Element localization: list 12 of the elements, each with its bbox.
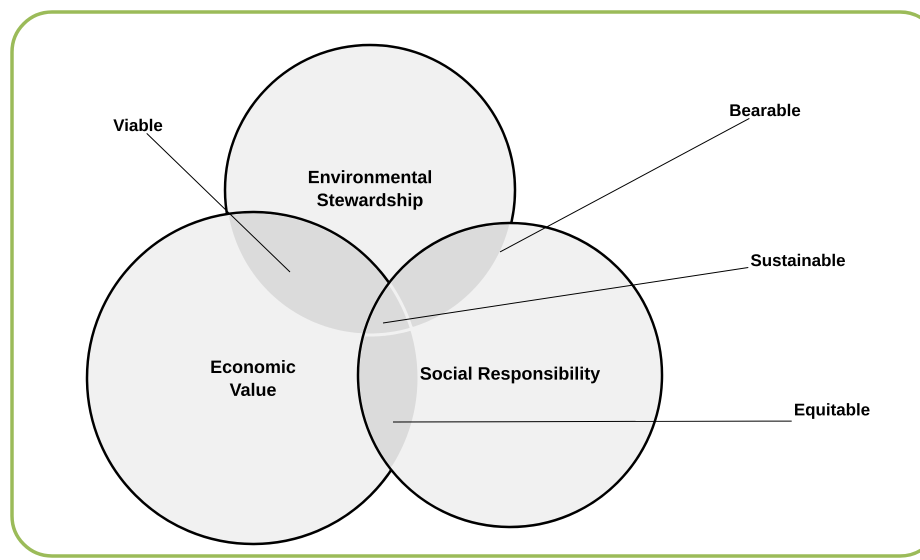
callout-label: Viable xyxy=(113,118,162,132)
callout-label: Equitable xyxy=(795,403,870,419)
overlap-region xyxy=(360,330,418,467)
overlap-region xyxy=(391,224,510,327)
callout-label: Bearable xyxy=(730,104,800,116)
overlap-region xyxy=(366,286,410,334)
node-label: Social Responsibility xyxy=(420,366,600,384)
leader-line xyxy=(382,267,749,324)
overlap-region xyxy=(228,214,387,334)
leader-line xyxy=(392,420,792,422)
leader-line xyxy=(500,118,750,252)
callout-label: Sustainable xyxy=(750,254,845,266)
